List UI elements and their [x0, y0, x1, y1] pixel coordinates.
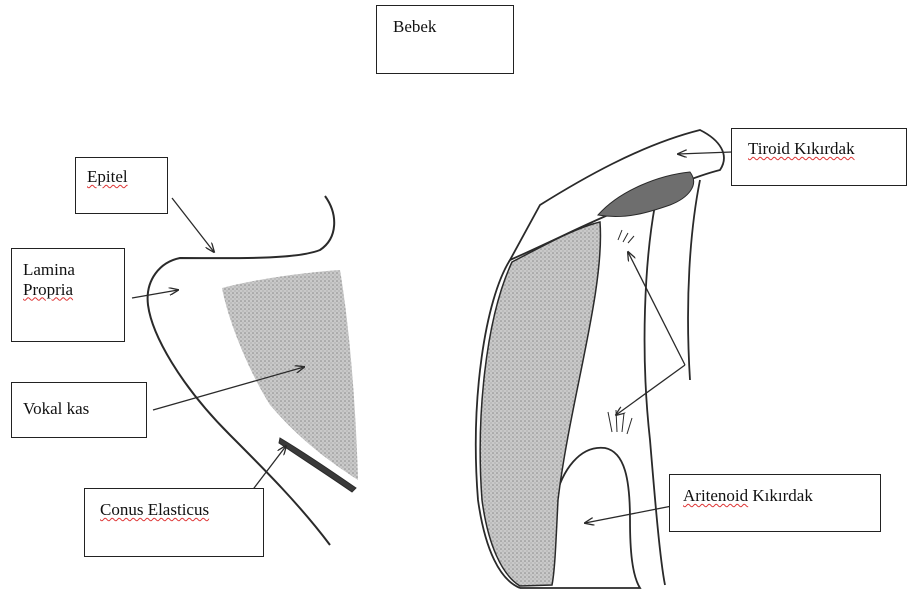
label-aritenoid-word1: Aritenoid [683, 486, 748, 505]
hair-tufts [608, 230, 634, 434]
arrow-lamina-propria [132, 290, 178, 298]
label-lamina-line1: Lamina [23, 260, 124, 280]
label-vokal-kas: Vokal kas [11, 382, 147, 438]
label-epitel: Epitel [75, 157, 168, 214]
title-text: Bebek [393, 17, 436, 36]
thyroid-dark-region [598, 172, 694, 217]
label-aritenoid-word2: Kıkırdak [752, 486, 812, 505]
inner-wall [645, 205, 665, 585]
label-vokal-kas-text: Vokal kas [23, 399, 89, 418]
label-aritenoid-kikirdak: Aritenoid Kıkırdak [669, 474, 881, 532]
arrow-aritenoid [585, 506, 672, 523]
label-epitel-text: Epitel [87, 167, 128, 186]
label-conus-elasticus: Conus Elasticus [84, 488, 264, 557]
label-tiroid-kikirdak: Tiroid Kıkırdak [731, 128, 907, 186]
arrow-vocal-ligament-upper [628, 252, 685, 365]
stippled-lateral-region [480, 222, 600, 586]
title-box: Bebek [376, 5, 514, 74]
inner-curve [688, 180, 700, 380]
label-lamina-line2: Propria [23, 280, 124, 300]
label-tiroid-kikirdak-text: Tiroid Kıkırdak [748, 139, 855, 158]
arrow-epitel [172, 198, 214, 252]
label-lamina-propria: Lamina Propria [11, 248, 125, 342]
label-conus-elasticus-text: Conus Elasticus [100, 500, 209, 519]
arrow-vocal-ligament-lower [616, 365, 685, 415]
